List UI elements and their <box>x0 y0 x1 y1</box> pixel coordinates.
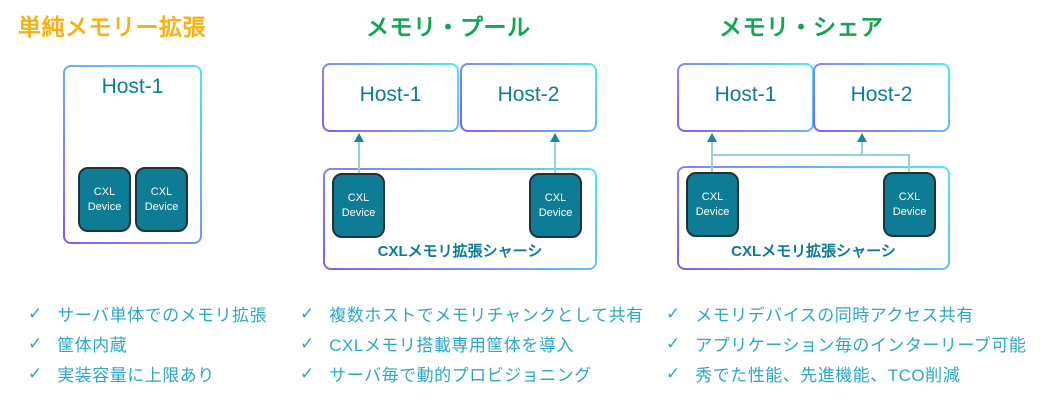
cxl-device-label-line1: CXL <box>701 190 724 203</box>
panel2-cxl-device-1: CXL Device <box>332 173 385 238</box>
check-icon: ✓ <box>666 363 681 383</box>
panel1-title: 単純メモリー拡張 <box>18 14 206 40</box>
panel1-bullet-list: ✓ サーバ単体でのメモリ拡張 ✓ 筐体内蔵 ✓ 実装容量に上限あり <box>28 298 267 388</box>
panel3-chassis-label: CXLメモリ拡張シャーシ <box>731 243 896 260</box>
cxl-device-label-line2: Device <box>538 206 573 219</box>
device2-bus-stub-line <box>908 154 910 172</box>
cxl-device-label-line1: CXL <box>898 190 921 203</box>
check-icon: ✓ <box>300 333 315 353</box>
arrow-bus-to-host2 <box>857 133 867 155</box>
bullet-item: ✓ メモリデバイスの同時アクセス共有 <box>666 298 1026 328</box>
panel3-cxl-device-1: CXL Device <box>686 172 739 237</box>
panel3-host2-label: Host-2 <box>850 82 913 106</box>
panel2-host1-label: Host-1 <box>359 82 422 106</box>
panel2-chassis-box: CXL Device CXL Device CXLメモリ拡張シャーシ <box>323 168 597 270</box>
cxl-device-label-line2: Device <box>87 200 122 213</box>
panel3-chassis-box: CXL Device CXL Device CXLメモリ拡張シャーシ <box>677 166 950 270</box>
panel2-cxl-device-2: CXL Device <box>529 173 582 238</box>
check-icon: ✓ <box>300 303 315 323</box>
panel2-bullet-list: ✓ 複数ホストでメモリチャンクとして共有 ✓ CXLメモリ搭載専用筐体を導入 ✓… <box>300 298 644 388</box>
cxl-device-label-line2: Device <box>695 205 730 218</box>
panel3-host1-box: Host-1 <box>677 63 814 132</box>
panel2-host1-box: Host-1 <box>322 63 459 132</box>
bullet-text: 複数ホストでメモリチャンクとして共有 <box>329 305 644 325</box>
panel3-cxl-device-2: CXL Device <box>883 172 936 237</box>
bullet-item: ✓ CXLメモリ搭載専用筐体を導入 <box>300 328 644 358</box>
cxl-device-label-line1: CXL <box>93 185 116 198</box>
panel2-chassis-label: CXLメモリ拡張シャーシ <box>377 243 543 260</box>
cxl-device-label-line1: CXL <box>150 185 173 198</box>
check-icon: ✓ <box>28 303 43 323</box>
arrow-device1-to-host1 <box>354 133 364 173</box>
cxl-device-label-line2: Device <box>144 200 179 213</box>
check-icon: ✓ <box>666 303 681 323</box>
bullet-item: ✓ 秀でた性能、先進機能、TCO削減 <box>666 358 1026 388</box>
panel2-title: メモリ・プール <box>366 14 531 40</box>
bullet-text: メモリデバイスの同時アクセス共有 <box>695 305 974 325</box>
panel3-title: メモリ・シェア <box>719 14 884 40</box>
panel1-host1-box: Host-1 CXL Device CXL Device <box>63 65 202 244</box>
panel1-cxl-device-2: CXL Device <box>135 167 188 232</box>
arrow-bus-to-host1 <box>707 133 717 172</box>
bullet-text: サーバ毎で動的プロビジョニング <box>329 365 592 385</box>
bullet-item: ✓ 実装容量に上限あり <box>28 358 267 388</box>
panel3-host1-label: Host-1 <box>714 82 777 106</box>
shared-bus-line <box>712 154 909 156</box>
cxl-device-label-line2: Device <box>892 205 927 218</box>
bullet-item: ✓ 複数ホストでメモリチャンクとして共有 <box>300 298 644 328</box>
bullet-text: 実装容量に上限あり <box>57 365 215 385</box>
panel3-host2-box: Host-2 <box>813 63 950 132</box>
bullet-item: ✓ 筐体内蔵 <box>28 328 267 358</box>
panel3-bullet-list: ✓ メモリデバイスの同時アクセス共有 ✓ アプリケーション毎のインターリーブ可能… <box>666 298 1026 388</box>
panel1-cxl-device-1: CXL Device <box>78 167 131 232</box>
panel2-host2-label: Host-2 <box>497 82 560 106</box>
cxl-device-label-line2: Device <box>341 206 376 219</box>
cxl-device-label-line1: CXL <box>544 191 567 204</box>
bullet-text: サーバ単体でのメモリ拡張 <box>57 305 268 325</box>
bullet-text: アプリケーション毎のインターリーブ可能 <box>695 335 1027 355</box>
bullet-text: 秀でた性能、先進機能、TCO削減 <box>695 365 961 385</box>
bullet-text: 筐体内蔵 <box>57 335 128 355</box>
bullet-item: ✓ サーバ単体でのメモリ拡張 <box>28 298 267 328</box>
check-icon: ✓ <box>28 333 43 353</box>
bullet-text: CXLメモリ搭載専用筐体を導入 <box>329 335 574 355</box>
panel1-host1-label: Host-1 <box>101 75 164 98</box>
check-icon: ✓ <box>28 363 43 383</box>
cxl-device-label-line1: CXL <box>347 191 370 204</box>
arrow-device2-to-host2 <box>550 133 560 173</box>
panel2-host2-box: Host-2 <box>460 63 597 132</box>
bullet-item: ✓ アプリケーション毎のインターリーブ可能 <box>666 328 1026 358</box>
bullet-item: ✓ サーバ毎で動的プロビジョニング <box>300 358 644 388</box>
check-icon: ✓ <box>666 333 681 353</box>
check-icon: ✓ <box>300 363 315 383</box>
